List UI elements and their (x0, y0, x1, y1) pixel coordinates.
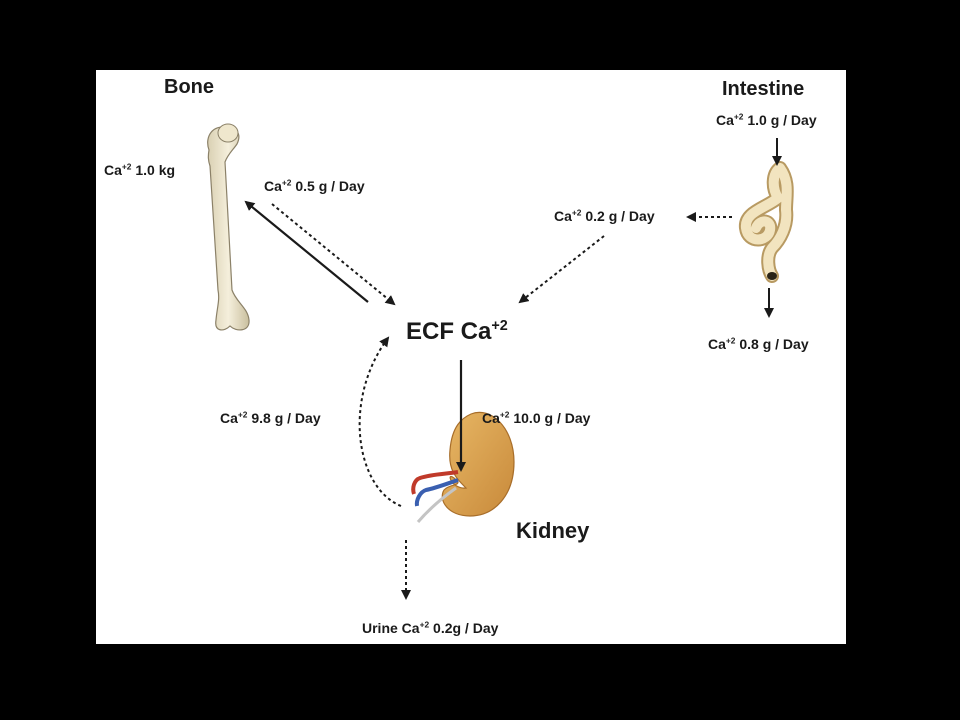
kidney-icon (411, 411, 515, 523)
bone-flux-label: Ca+2 0.5 g / Day (264, 177, 365, 194)
intestine-excreted-label: Ca+2 0.8 g / Day (708, 335, 809, 352)
intestine-icon (739, 161, 794, 283)
arrow-absorbed-to-ecf (518, 235, 605, 304)
ecf-label: ECF Ca+2 (406, 318, 508, 345)
bone-icon (207, 123, 250, 331)
arrow-kidney-to-ecf (358, 336, 402, 507)
diagram-panel: Bone Ca+2 1.0 kg Ca+2 0.5 g / Day Intest… (96, 70, 846, 644)
arrow-ecf-to-bone (244, 200, 369, 303)
calcium-flow-diagram (207, 123, 794, 600)
bone-title: Bone (164, 76, 214, 98)
kidney-filtered-label: Ca+2 10.0 g / Day (482, 409, 591, 426)
urine-label: Urine Ca+2 0.2g / Day (362, 619, 499, 636)
arrow-bone-to-ecf (271, 203, 396, 306)
intestine-title: Intestine (722, 78, 805, 100)
intestine-intake-label: Ca+2 1.0 g / Day (716, 111, 817, 128)
kidney-reabsorbed-label: Ca+2 9.8 g / Day (220, 409, 321, 426)
intestine-absorbed-label: Ca+2 0.2 g / Day (554, 207, 655, 224)
bone-store-label: Ca+2 1.0 kg (104, 161, 176, 178)
kidney-title: Kidney (516, 518, 590, 543)
